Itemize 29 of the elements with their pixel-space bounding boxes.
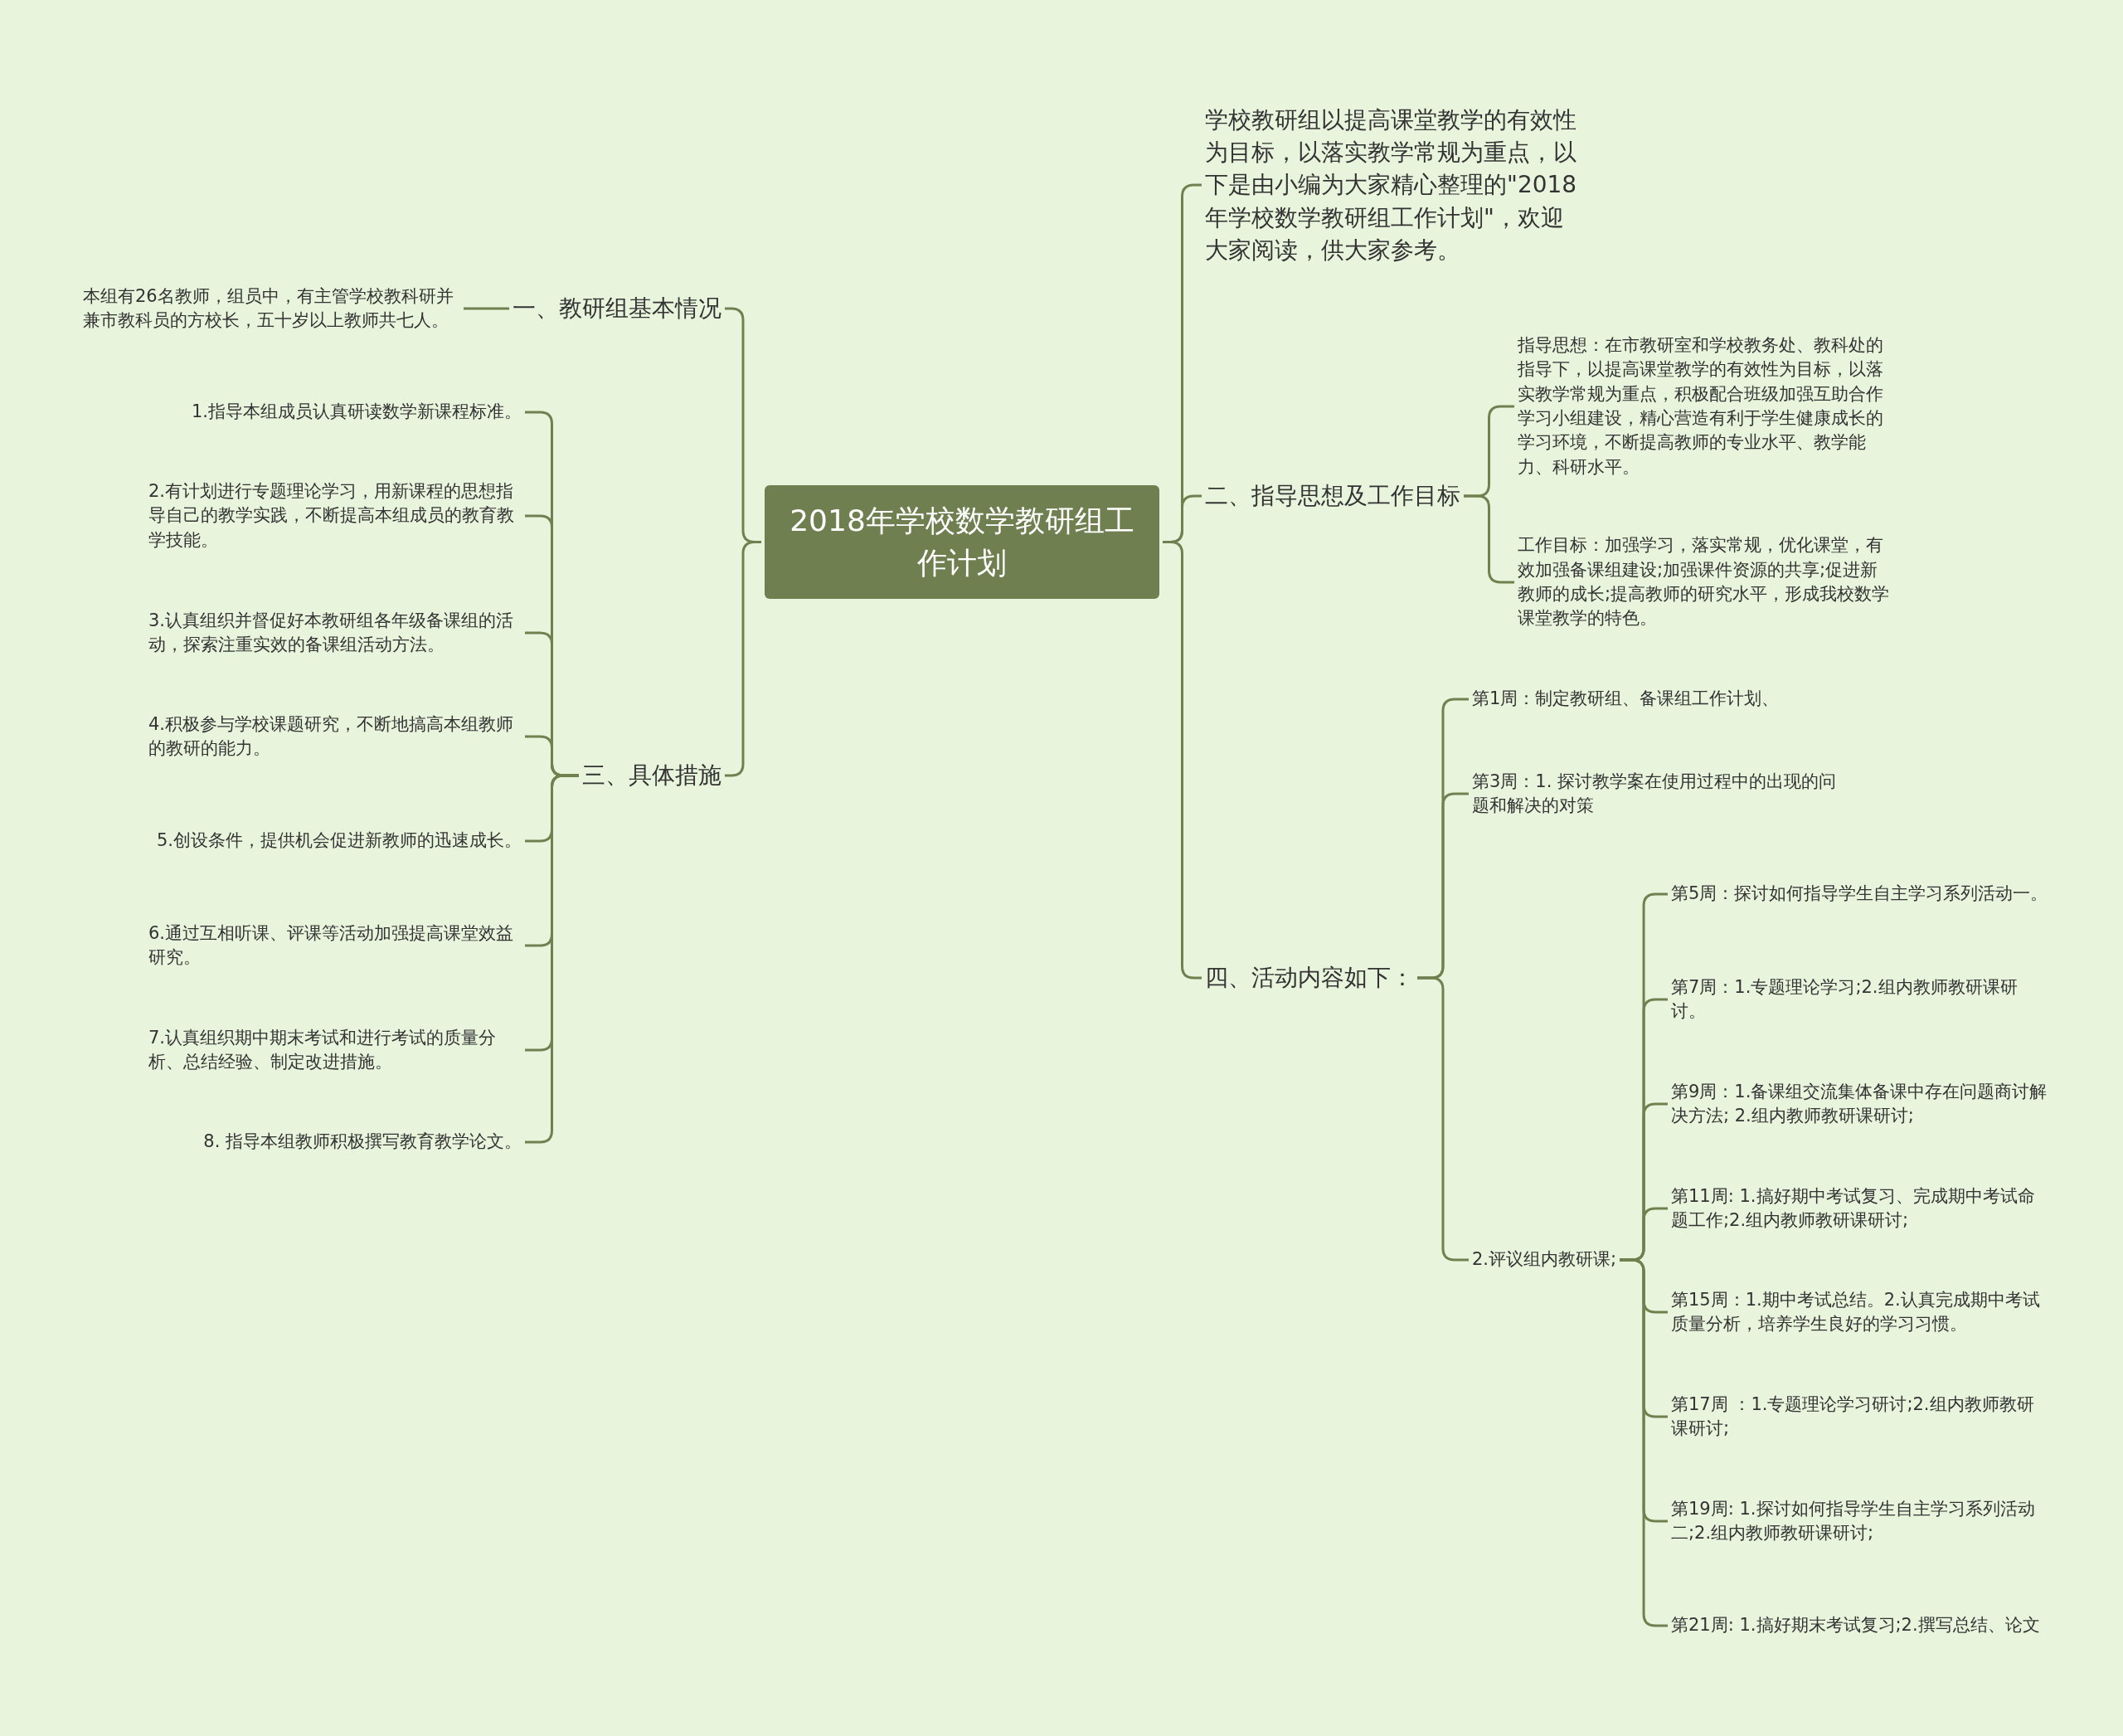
subtopic-text: 第15周：1.期中考试总结。2.认真完成期中考试质量分析，培养学生良好的学习习惯。 <box>1671 1287 2048 1337</box>
central-topic: 2018年学校数学教研组工作计划 <box>765 485 1159 599</box>
subtopic-text: 第19周: 1.探讨如何指导学生自主学习系列活动二;2.组内教师教研课研讨; <box>1671 1496 2048 1546</box>
subtopic-text: 指导思想：在市教研室和学校教务处、教科处的指导下，以提高课堂教学的有效性为目标，以落实教学常规为重点，积极配合班级加强互助合作学习小组建设，精心营造有利于学生健康成长的学习环境，不断提高教师的专业水平、教学能力、科研水平。 <box>1518 333 1895 480</box>
branch-topic: 二、指导思想及工作目标 <box>1205 479 1460 513</box>
subtopic-text: 7.认真组织期中期末考试和进行考试的质量分析、总结经验、制定改进措施。 <box>148 1025 522 1075</box>
subtopic-text: 6.通过互相听课、评课等活动加强提高课堂效益研究。 <box>148 921 522 970</box>
subtopic-text: 第17周 ：1.专题理论学习研讨;2.组内教师教研课研讨; <box>1671 1392 2048 1442</box>
subtopic-text: 第1周：制定教研组、备课组工作计划、 <box>1472 687 1780 712</box>
subtopic-text: 第9周：1.备课组交流集体备课中存在问题商讨解决方法; 2.组内教师教研课研讨; <box>1671 1079 2048 1129</box>
subtopic-text: 本组有26名教师，组员中，有主管学校教科研并兼市教科员的方校长，五十岁以上教师共七人。 <box>83 284 460 333</box>
branch-topic: 四、活动内容如下： <box>1205 961 1414 994</box>
subtopic-text: 第5周：探讨如何指导学生自主学习系列活动一。 <box>1671 882 2048 907</box>
subtopic-text: 5.创设条件，提供机会促进新教师的迅速成长。 <box>156 829 522 853</box>
subtopic-text: 2.有计划进行专题理论学习，用新课程的思想指导自己的教学实践，不断提高本组成员的教育教学技能。 <box>148 479 522 553</box>
subtopic-text: 3.认真组织并督促好本教研组各年级备课组的活动，探索注重实效的备课组活动方法。 <box>148 608 522 658</box>
branch-topic: 学校教研组以提高课堂教学的有效性为目标，以落实教学常规为重点，以下是由小编为大家精心整理的"2018年学校数学教研组工作计划"，欢迎大家阅读，供大家参考。 <box>1205 104 1578 266</box>
subtopic-text: 8. 指导本组教师积极撰写教育教学论文。 <box>203 1130 522 1155</box>
branch-topic: 三、具体措施 <box>582 759 721 792</box>
subtopic-text: 4.积极参与学校课题研究，不断地搞高本组教师的教研的能力。 <box>148 712 522 761</box>
subtopic-text: 2.评议组内教研课; <box>1472 1247 1617 1272</box>
branch-topic: 一、教研组基本情况 <box>513 292 721 325</box>
subtopic-text: 第7周：1.专题理论学习;2.组内教师教研课研讨。 <box>1671 975 2048 1024</box>
connector-line <box>464 307 509 310</box>
subtopic-text: 1.指导本组成员认真研读数学新课程标准。 <box>191 400 522 425</box>
subtopic-text: 第3周：1. 探讨教学案在使用过程中的出现的问题和解决的对策 <box>1472 769 1849 819</box>
subtopic-text: 工作目标：加强学习，落实常规，优化课堂，有效加强备课组建设;加强课件资源的共享;促进新教师的成长;提高教师的研究水平，形成我校数学课堂教学的特色。 <box>1518 533 1895 631</box>
subtopic-text: 第11周: 1.搞好期中考试复习、完成期中考试命题工作;2.组内教师教研课研讨; <box>1671 1184 2048 1233</box>
subtopic-text: 第21周: 1.搞好期末考试复习;2.撰写总结、论文 <box>1671 1613 2040 1638</box>
